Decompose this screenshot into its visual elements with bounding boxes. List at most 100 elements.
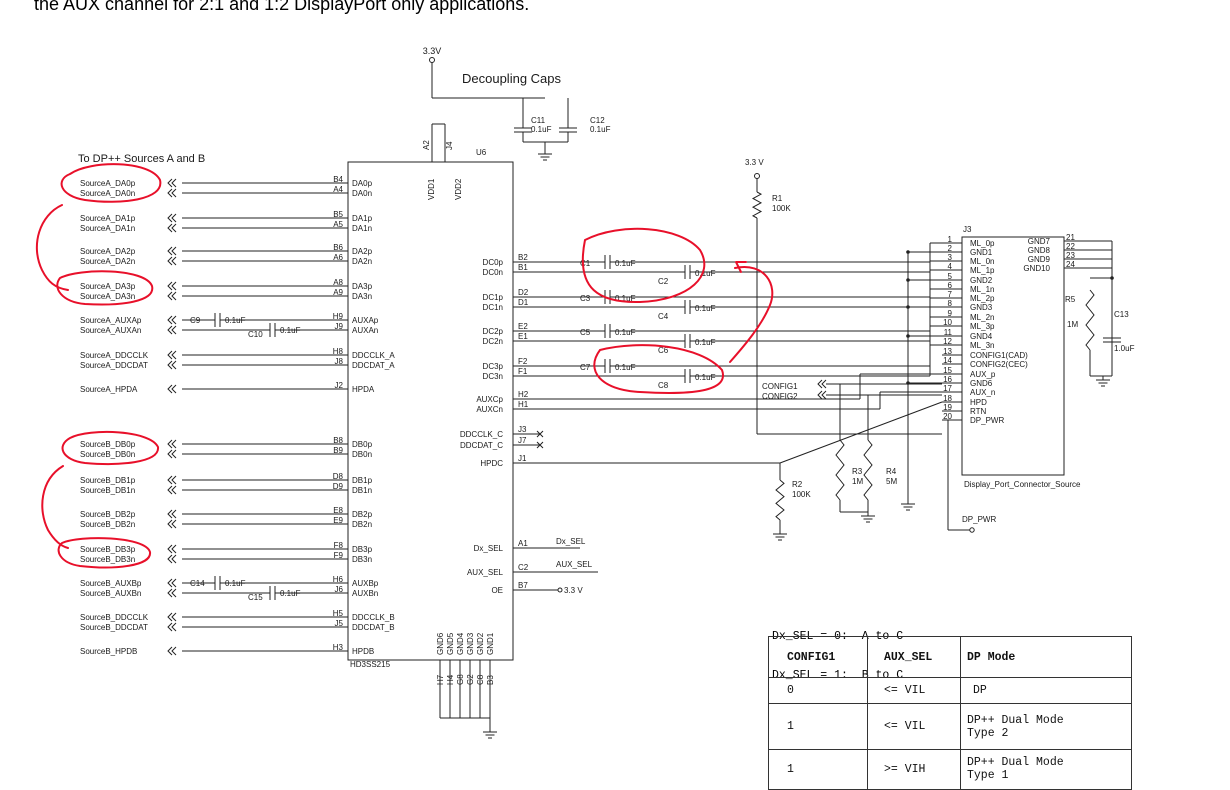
pin-number: F2 xyxy=(518,357,528,366)
source-net-label: SourceB_DDCCLK xyxy=(80,613,149,622)
pin-name: HPDA xyxy=(352,385,375,394)
res-ref-r5: R5 xyxy=(1065,295,1076,304)
pin-number: A2 xyxy=(422,140,431,150)
oe-rail-label: 3.3 V xyxy=(564,586,583,595)
pin-number: A8 xyxy=(333,278,343,287)
source-net-label: SourceB_DB3p xyxy=(80,545,136,554)
pin-number: 7 xyxy=(948,290,953,299)
pin-number: 19 xyxy=(943,403,952,412)
pin-number: B2 xyxy=(518,253,528,262)
cap-ref: C9 xyxy=(190,316,201,325)
pin-name: GND4 xyxy=(456,632,465,655)
res-ref-r3: R3 xyxy=(852,467,863,476)
pin-name: DA3p xyxy=(352,282,373,291)
offpage-connector-icon xyxy=(167,281,177,291)
pin-number: J3 xyxy=(518,425,527,434)
pin-number: H3 xyxy=(333,643,344,652)
pin-number: H2 xyxy=(518,390,529,399)
power-rail-icon xyxy=(557,587,563,593)
cap-val: 0.1uF xyxy=(615,363,636,372)
pin-name: AUXCp xyxy=(476,395,503,404)
table-header-config1: CONFIG1 xyxy=(768,636,868,678)
pin-number: D1 xyxy=(518,298,529,307)
pin-number: 15 xyxy=(943,366,952,375)
pin-number: D9 xyxy=(333,482,344,491)
source-net-label: SourceB_DB3n xyxy=(80,555,135,564)
pin-name: DDCDAT_B xyxy=(352,623,395,632)
pin-number: A9 xyxy=(333,288,343,297)
pin-number: 16 xyxy=(943,375,952,384)
pin-name: VDD1 xyxy=(427,178,436,200)
page-caption: the AUX channel for 2:1 and 1:2 DisplayP… xyxy=(34,0,530,14)
dp-mode-table: CONFIG1 AUX_SEL DP Mode 0 <= VIL DP 1 <=… xyxy=(768,636,1132,790)
table-cell: DP xyxy=(960,677,1132,704)
pin-number: 4 xyxy=(948,262,953,271)
offpage-connector-icon xyxy=(167,519,177,529)
cap-val-c13: 1.0uF xyxy=(1114,344,1135,353)
pin-name: OE xyxy=(491,586,503,595)
table-header-aux-sel: AUX_SEL xyxy=(867,636,961,678)
cap-val: 0.1uF xyxy=(225,316,246,325)
u6-chip-body xyxy=(347,161,514,661)
pin-number: D2 xyxy=(518,288,529,297)
source-net-label: SourceA_AUXAn xyxy=(80,326,141,335)
cap-ref: C14 xyxy=(190,579,205,588)
cap-val: 0.1uF xyxy=(695,373,716,382)
source-net-label: SourceB_DB1n xyxy=(80,486,135,495)
wire xyxy=(779,401,943,464)
pin-name: HPD xyxy=(970,398,987,407)
pin-name: DC3n xyxy=(483,372,503,381)
annotation-arrow xyxy=(41,465,69,549)
pin-number: J6 xyxy=(335,585,344,594)
pin-number: F8 xyxy=(334,541,344,550)
offpage-connector-icon xyxy=(167,178,177,188)
pin-name: AUXBp xyxy=(352,579,379,588)
offpage-connector-icon xyxy=(167,291,177,301)
cap-val: 0.1uF xyxy=(695,338,716,347)
source-net-label: SourceA_DDCDAT xyxy=(80,361,148,370)
pin-name: DA2n xyxy=(352,257,372,266)
pin-number: 23 xyxy=(1066,251,1075,260)
source-net-label: SourceB_DB2p xyxy=(80,510,136,519)
pin-name: DA1n xyxy=(352,224,372,233)
annotation-arrow xyxy=(729,266,774,363)
pin-name: ML_2p xyxy=(970,294,995,303)
pin-number: 21 xyxy=(1066,233,1075,242)
pin-name: HPDB xyxy=(352,647,374,656)
pin-number: 18 xyxy=(943,394,952,403)
pin-number: B9 xyxy=(333,446,343,455)
table-row: 1 >= VIH DP++ Dual Mode Type 1 xyxy=(768,749,1132,790)
annotation-circle xyxy=(57,537,151,569)
resistor-r4 xyxy=(863,439,873,501)
annotation-circle xyxy=(61,430,159,466)
pin-number: 8 xyxy=(948,299,953,308)
cap-ref: C8 xyxy=(658,381,669,390)
table-header-row: CONFIG1 AUX_SEL DP Mode xyxy=(768,636,1132,678)
res-ref-r1: R1 xyxy=(772,194,783,203)
pin-name: DC0p xyxy=(483,258,504,267)
pin-number: 10 xyxy=(943,318,952,327)
offpage-connector-icon xyxy=(167,554,177,564)
cap-val: 0.1uF xyxy=(695,304,716,313)
pin-name: AUXBn xyxy=(352,589,378,598)
to-dp-sources-title: To DP++ Sources A and B xyxy=(78,153,205,165)
offpage-connector-icon xyxy=(167,315,177,325)
pin-name: DB0n xyxy=(352,450,372,459)
annotation-circle xyxy=(593,344,725,394)
pin-number: 24 xyxy=(1066,260,1075,269)
pin-name: DB1n xyxy=(352,486,372,495)
offpage-connector-icon xyxy=(167,188,177,198)
pin-name: DDCDAT_A xyxy=(352,361,395,370)
rail-label-3v3: 3.3V xyxy=(423,46,442,56)
res-val-r4: 5M xyxy=(886,477,897,486)
resistor-r1 xyxy=(751,191,763,219)
pin-name: GND1 xyxy=(970,248,993,257)
pin-name: CONFIG1(CAD) xyxy=(970,351,1028,360)
cap-val: 0.1uF xyxy=(695,269,716,278)
offpage-connector-icon xyxy=(167,578,177,588)
source-net-label: SourceB_DDCDAT xyxy=(80,623,148,632)
pin-number: B4 xyxy=(333,175,343,184)
cap-ref-c13: C13 xyxy=(1114,310,1129,319)
pin-name: DC2n xyxy=(483,337,503,346)
dx-sel-net-label: Dx_SEL xyxy=(556,537,586,546)
